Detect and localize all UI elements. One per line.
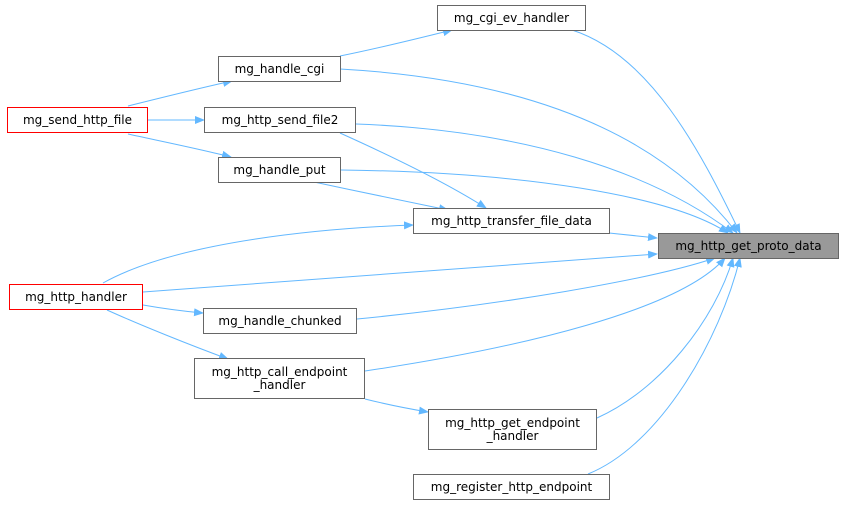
node-mg-register-http-endpoint[interactable]: mg_register_http_endpoint [413, 474, 610, 500]
edge-http-handler-to-http-call-endpoint-handler [106, 309, 229, 360]
node-mg-http-handler[interactable]: mg_http_handler [9, 284, 143, 310]
node-mg-http-get-proto-data: mg_http_get_proto_data [658, 233, 839, 259]
node-label: mg_register_http_endpoint [430, 479, 593, 494]
edge-handle-cgi-to-cgi-ev-handler [339, 28, 453, 57]
node-mg-http-get-endpoint-handler[interactable]: mg_http_get_endpoint _handler [428, 409, 597, 450]
node-label: mg_http_handler [25, 289, 127, 304]
edge-http-send-file2-to-target [355, 123, 734, 234]
node-mg-http-call-endpoint-handler[interactable]: mg_http_call_endpoint _handler [194, 358, 365, 399]
edge-handle-chunked-to-target [356, 257, 716, 320]
node-label: mg_http_transfer_file_data [431, 213, 592, 228]
edge-send-http-file-to-handle-cgi [127, 79, 233, 107]
edge-http-handler-to-http-transfer-file-data [102, 221, 414, 284]
edge-http-transfer-file-data-to-target [608, 232, 658, 242]
edge-handle-cgi-to-target [339, 68, 738, 234]
node-label: mg_http_send_file2 [221, 112, 339, 127]
edge-send-http-file-to-handle-put [127, 133, 232, 159]
node-mg-handle-cgi[interactable]: mg_handle_cgi [218, 56, 341, 82]
edge-cgi-ev-handler-to-target [571, 29, 741, 234]
node-mg-handle-put[interactable]: mg_handle_put [218, 157, 341, 183]
edge-http-call-endpoint-handler-to-target [364, 257, 726, 372]
edge-http-handler-to-handle-chunked [142, 304, 204, 317]
edge-http-call-endpoint-handler-to-http-get-endpoint-handler [364, 398, 429, 415]
node-label: mg_handle_cgi [234, 61, 325, 76]
edge-register-http-endpoint-to-target [587, 257, 742, 475]
edge-handle-put-to-http-transfer-file-data [313, 181, 449, 213]
node-mg-http-transfer-file-data[interactable]: mg_http_transfer_file_data [413, 208, 610, 234]
node-label: mg_handle_chunked [218, 313, 342, 328]
edge-handle-put-to-target [340, 169, 729, 234]
node-label: mg_cgi_ev_handler [453, 10, 570, 25]
node-mg-send-http-file[interactable]: mg_send_http_file [7, 107, 148, 133]
edge-http-send-file2-to-http-transfer-file-data [339, 132, 487, 209]
node-label: mg_handle_put [233, 162, 326, 177]
edge-http-get-endpoint-handler-to-target [596, 257, 735, 419]
node-mg-cgi-ev-handler[interactable]: mg_cgi_ev_handler [437, 5, 586, 31]
node-label: mg_http_get_endpoint _handler [445, 415, 580, 443]
node-mg-http-send-file2[interactable]: mg_http_send_file2 [204, 107, 356, 133]
node-label: mg_http_call_endpoint _handler [211, 364, 348, 392]
node-label: mg_send_http_file [22, 112, 133, 127]
node-label: mg_http_get_proto_data [675, 238, 822, 253]
node-mg-handle-chunked[interactable]: mg_handle_chunked [203, 308, 357, 334]
edge-http-handler-to-target [142, 250, 658, 293]
